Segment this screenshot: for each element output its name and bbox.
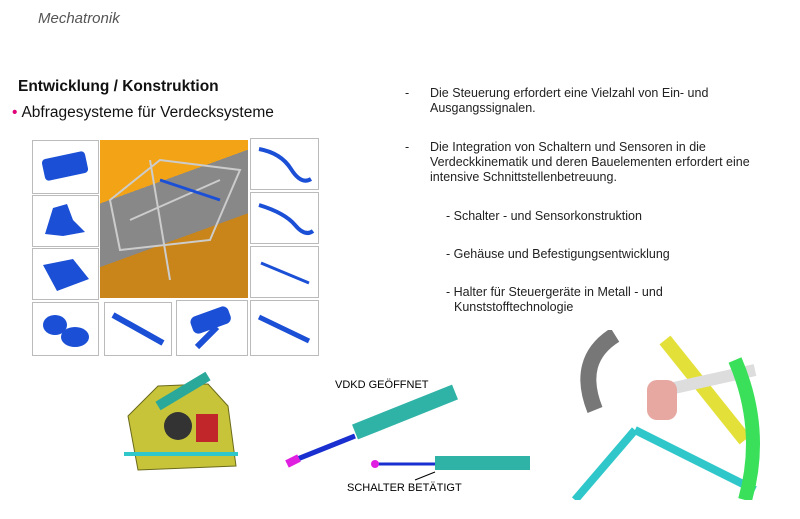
dash: - (405, 140, 410, 154)
point-text: Die Integration von Schaltern und Sensor… (430, 140, 750, 184)
subpoint: - Halter für Steuergeräte in Metall - un… (446, 285, 663, 314)
point-2: - Die Integration von Schaltern und Sens… (405, 140, 750, 185)
slide-header: Mechatronik (38, 10, 120, 27)
bullet-text: Abfragesysteme für Verdecksysteme (21, 104, 274, 121)
bullet-dot: • (12, 104, 18, 121)
switch-mechanism-image (124, 371, 238, 471)
part-image (104, 302, 172, 356)
label-switch: SCHALTER BETÄTIGT (347, 482, 462, 494)
convertible-car-image (100, 140, 248, 298)
part-image (250, 300, 319, 356)
kinematics-image (571, 330, 760, 500)
part-image (32, 248, 99, 300)
bullet-item: •Abfragesysteme für Verdecksysteme (12, 104, 274, 122)
part-image (250, 192, 319, 244)
part-image (32, 195, 99, 247)
dash: - (405, 86, 410, 100)
part-image (32, 302, 99, 356)
point-1: - Die Steuerung erfordert eine Vielzahl … (405, 86, 750, 116)
part-image (250, 138, 319, 190)
point-text: Die Steuerung erfordert eine Vielzahl vo… (430, 86, 709, 115)
subpoint: - Schalter - und Sensorkonstruktion (446, 209, 642, 223)
slide-title: Entwicklung / Konstruktion (18, 78, 219, 95)
part-image (32, 140, 99, 194)
label-open: VDKD GEÖFFNET (335, 379, 429, 391)
part-image (250, 246, 319, 298)
actuator-diagram: VDKD GEÖFFNET SCHALTER BETÄTIGT (285, 372, 535, 502)
part-image (176, 300, 248, 356)
subpoint: - Gehäuse und Befestigungsentwicklung (446, 247, 670, 261)
